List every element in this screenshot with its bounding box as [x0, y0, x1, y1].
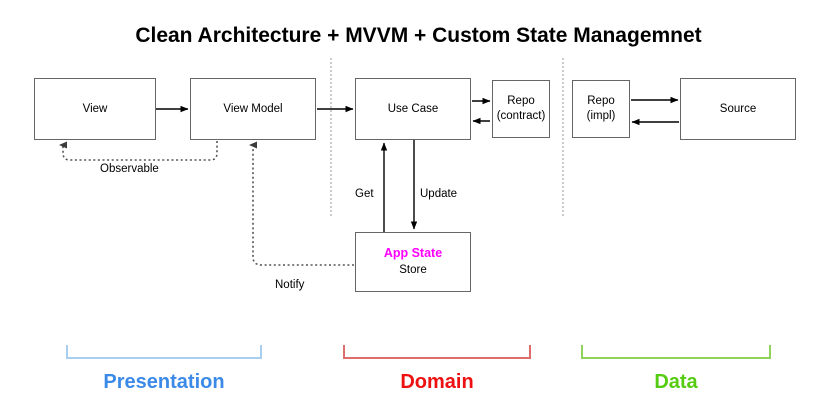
- edge-notify: [249, 141, 354, 266]
- node-repo-impl-sublabel: (impl): [586, 110, 616, 122]
- node-repo-impl[interactable]: Repo (impl): [572, 80, 630, 138]
- layer-label-data: Data: [654, 371, 698, 393]
- layer-separator-presentation-domain: [330, 58, 332, 216]
- node-repo-contract-label: Repo: [507, 95, 535, 107]
- bracket-domain: [343, 345, 531, 359]
- layer-label-domain: Domain: [400, 371, 474, 393]
- node-repo-impl-label: Repo: [587, 95, 615, 107]
- layer-label-presentation: Presentation: [103, 371, 225, 393]
- node-use-case-label: Use Case: [387, 102, 439, 115]
- node-view-label: View: [82, 102, 108, 115]
- node-source-label: Source: [719, 102, 757, 115]
- node-view-model[interactable]: View Model: [190, 78, 316, 140]
- node-app-state-label: App State: [383, 246, 443, 260]
- page-title: Clean Architecture + MVVM + Custom State…: [135, 24, 702, 47]
- node-app-state[interactable]: App State Store: [355, 232, 471, 292]
- node-repo-contract[interactable]: Repo (contract): [492, 80, 550, 138]
- edge-label-get: Get: [355, 188, 374, 200]
- edge-observable: [59, 141, 218, 161]
- node-use-case[interactable]: Use Case: [355, 78, 471, 140]
- node-app-state-sublabel: Store: [399, 264, 427, 276]
- edge-label-notify: Notify: [275, 279, 305, 291]
- layer-separator-domain-data: [562, 58, 564, 216]
- node-repo-contract-sublabel: (contract): [496, 110, 546, 122]
- node-view[interactable]: View: [34, 78, 156, 140]
- bracket-data: [581, 345, 771, 359]
- node-source[interactable]: Source: [680, 78, 796, 140]
- edge-label-observable: Observable: [100, 163, 159, 175]
- bracket-presentation: [66, 345, 262, 359]
- edge-label-update: Update: [420, 188, 458, 200]
- node-view-model-label: View Model: [223, 102, 283, 115]
